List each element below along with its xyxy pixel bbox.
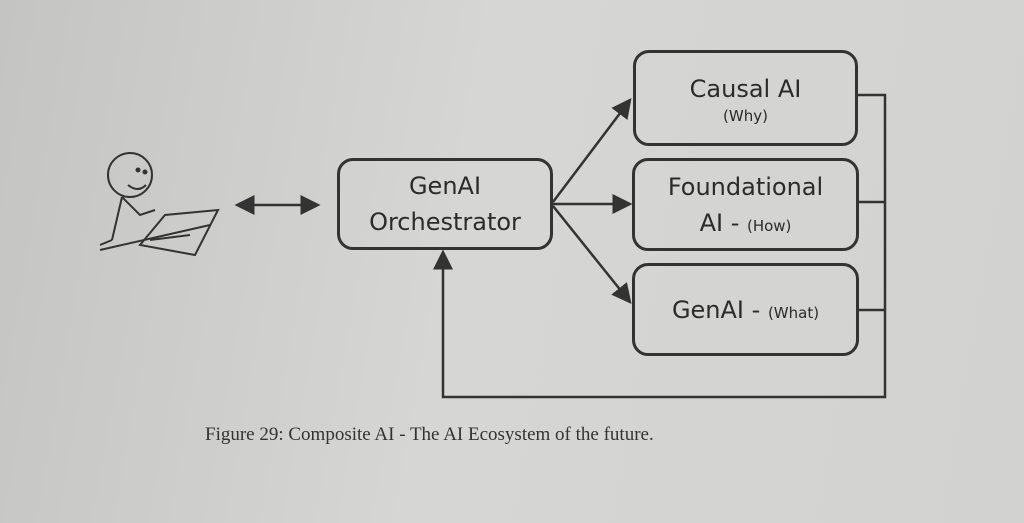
figure-caption: Figure 29: Composite AI - The AI Ecosyst… xyxy=(205,424,654,445)
foundational-title: Foundational xyxy=(667,172,824,201)
genai-title: GenAI - xyxy=(671,295,768,324)
feedback-loop xyxy=(433,93,887,399)
genai-box: GenAI - (What) xyxy=(632,263,859,356)
foundational-ai-box: Foundational AI - (How) xyxy=(632,158,859,251)
causal-ai-box: Causal AI (Why) xyxy=(633,50,858,146)
person-at-laptop-icon xyxy=(99,152,220,257)
orchestrator-line1: GenAI xyxy=(408,172,482,200)
foundational-line2: AI - xyxy=(699,208,747,237)
causal-sub: (Why) xyxy=(723,107,768,125)
orchestrator-line2: Orchestrator xyxy=(369,208,521,236)
foundational-sub: (How) xyxy=(746,216,792,235)
causal-title: Causal AI xyxy=(689,75,802,103)
arrow-to-causal xyxy=(552,98,632,203)
genai-sub: (What) xyxy=(767,303,820,322)
orchestrator-box: GenAI Orchestrator xyxy=(337,158,553,250)
arrow-to-genai xyxy=(552,205,632,304)
